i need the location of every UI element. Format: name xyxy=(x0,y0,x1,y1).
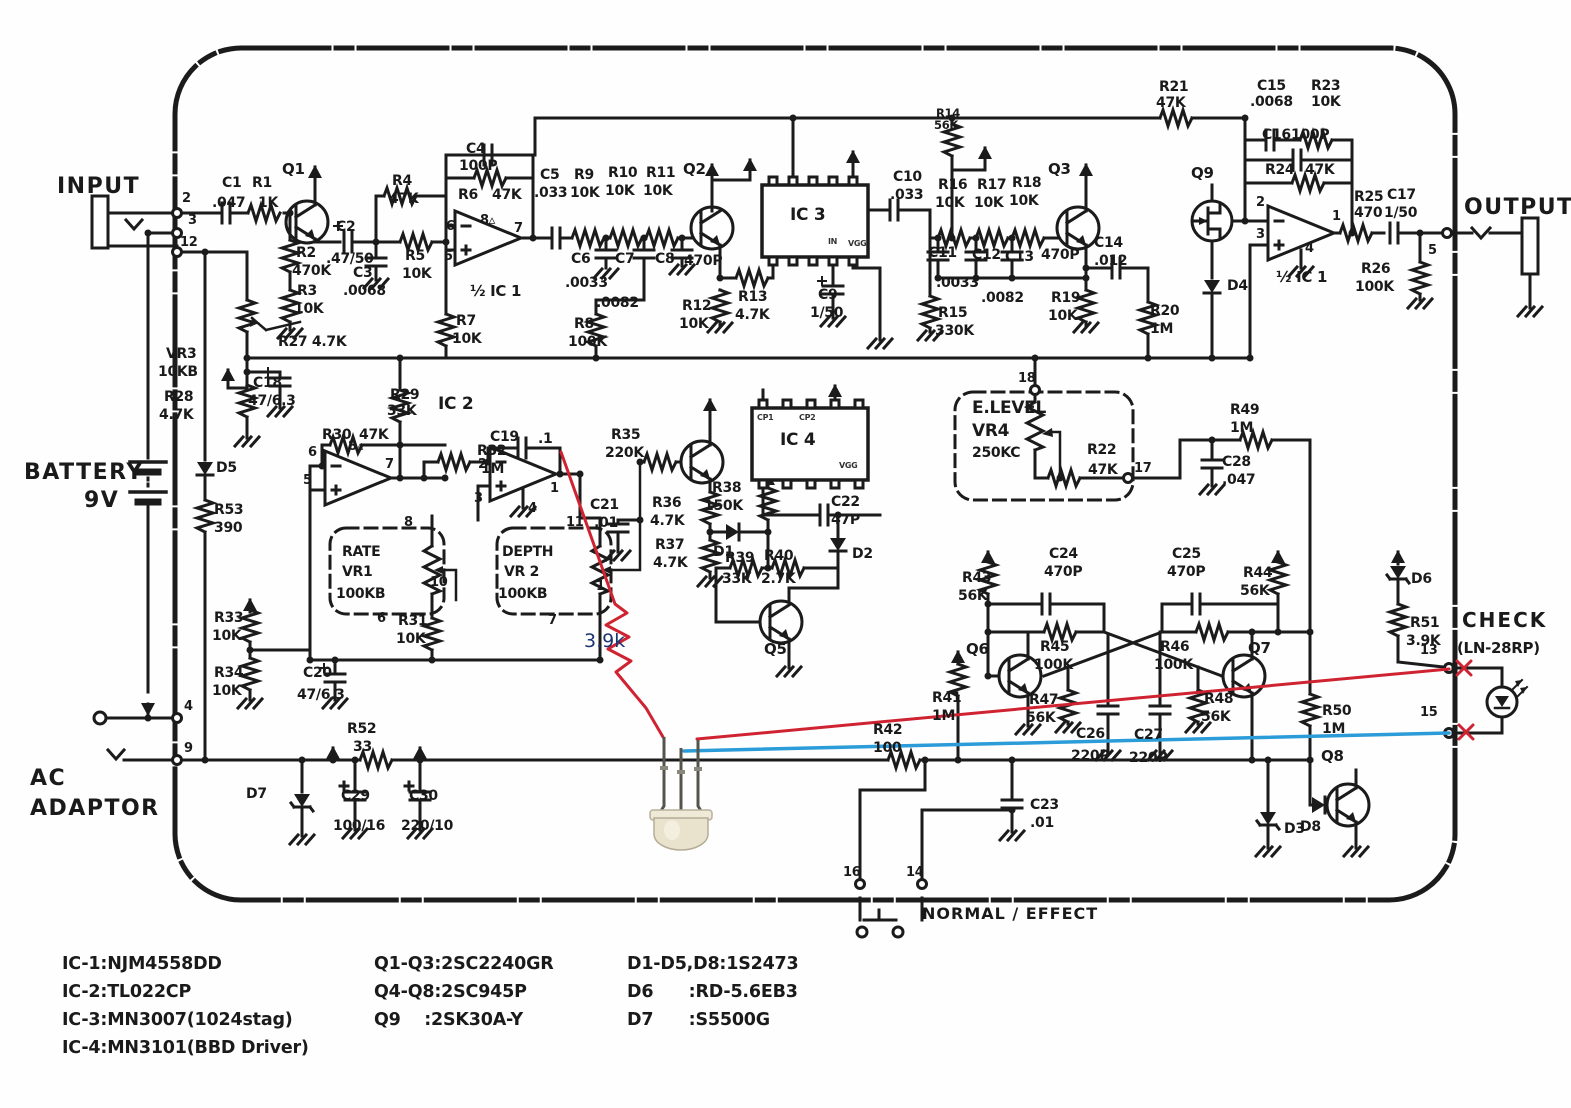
annotation-blue-wire xyxy=(682,731,1451,753)
annotation-red-wires xyxy=(559,450,1475,741)
led-photo xyxy=(649,737,713,851)
